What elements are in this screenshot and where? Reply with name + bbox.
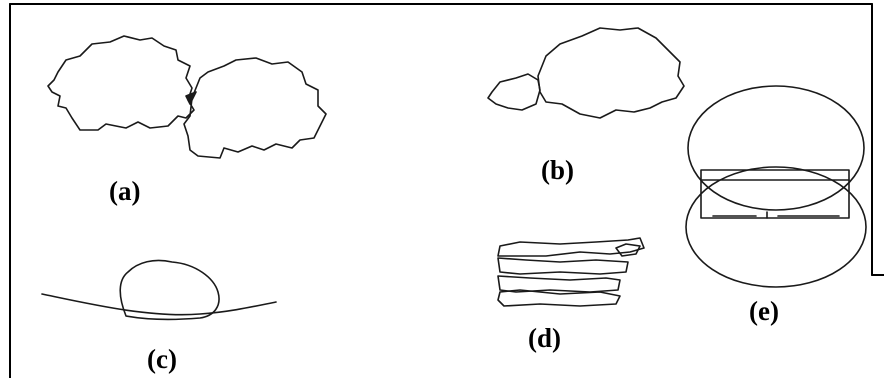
panel-d-plate-4 [497,289,621,307]
panel-c-shape [41,259,277,321]
panel-a-right-cluster [183,57,327,159]
panel-b-small-cluster [487,73,541,111]
panel-b-label: (b) [541,155,574,185]
panel-e-lower-ellipse [685,166,867,288]
panel-d-label: (d) [528,323,561,353]
panel-a-left-cluster [47,35,195,131]
panel-d-plate-1 [497,237,645,257]
panel-c-label: (c) [147,344,177,374]
panel-e-block [700,169,850,219]
panel-d-flake [615,243,641,257]
panel-d-shape [497,237,645,307]
panel-b-large-cluster [537,27,685,119]
panel-e-shape [685,85,867,288]
panel-b-shape [487,27,685,119]
figure-frame [9,3,884,378]
panel-d-plate-2 [497,257,629,275]
panel-e-label: (e) [749,296,779,326]
panel-e-upper-ellipse [687,85,865,211]
panel-a-label: (a) [109,176,141,206]
panel-c-particle [119,259,220,321]
panel-c-surface-curve [41,293,277,316]
panel-a-shape [47,35,327,159]
panel-a-contact-mark [185,91,197,105]
